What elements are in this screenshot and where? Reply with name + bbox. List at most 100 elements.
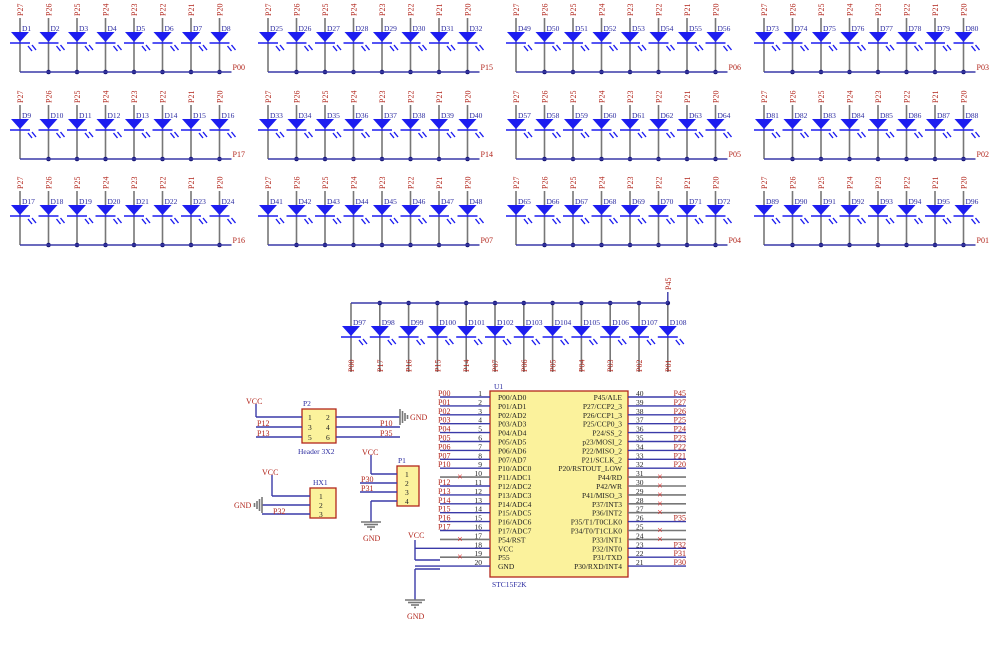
pin-number: 35 — [636, 434, 644, 443]
led-triangle — [458, 32, 477, 42]
led-triangle — [678, 119, 696, 129]
led-light-arrow — [555, 131, 562, 138]
anode-net-label: P21 — [435, 4, 444, 16]
led-light-arrow — [970, 218, 977, 225]
gnd-symbol: GND — [234, 497, 263, 513]
anode-net-label: P27 — [264, 91, 273, 103]
pin-name: P15/ADC5 — [498, 509, 532, 518]
common-net-label: P01 — [977, 236, 989, 245]
led-light-arrow — [637, 132, 643, 139]
led-light-arrow — [275, 45, 281, 52]
led-light-arrow — [946, 44, 952, 51]
anode-net-label: P22 — [407, 177, 416, 189]
led-light-arrow — [832, 131, 838, 138]
led-triangle — [535, 205, 554, 215]
led-triangle — [812, 205, 830, 215]
common-net-label: P07 — [481, 236, 493, 245]
led-triangle — [755, 119, 773, 129]
led-diode: D61 — [620, 111, 647, 139]
led-triangle — [68, 32, 86, 42]
led-light-arrow — [527, 217, 533, 224]
led-group: P27D89P26D90P25D91P24D92P23D93P22D94P21D… — [754, 177, 989, 248]
led-light-arrow — [173, 44, 180, 51]
pin-name: P06/AD6 — [498, 446, 527, 455]
led-triangle — [840, 32, 859, 42]
anode-net-label: P24 — [598, 4, 607, 16]
led-light-arrow — [974, 131, 981, 138]
led-light-arrow — [416, 339, 422, 346]
led-light-arrow — [555, 44, 562, 51]
led-diode: D67 — [563, 197, 590, 225]
anode-net-label: P26 — [541, 4, 550, 16]
anode-net-label: P24 — [350, 91, 359, 103]
led-light-arrow — [885, 45, 891, 52]
pin-number: 8 — [478, 451, 482, 460]
led-light-arrow — [564, 338, 570, 345]
diode-label: D81 — [766, 111, 779, 120]
led-light-arrow — [27, 45, 33, 52]
led-triangle — [39, 119, 58, 129]
diode-label: D14 — [165, 111, 178, 120]
led-triangle — [507, 205, 525, 215]
common-net-label: P04 — [729, 236, 741, 245]
led-light-arrow — [31, 131, 37, 138]
designator: P1 — [398, 456, 406, 465]
pin-name: P31/TXD — [593, 553, 623, 562]
diode-label: D103 — [526, 318, 543, 327]
anode-net-label: P22 — [655, 177, 664, 189]
diode-label: D104 — [555, 318, 572, 327]
led-light-arrow — [722, 132, 729, 139]
led-triangle — [706, 32, 725, 42]
anode-net-label: P21 — [931, 4, 940, 16]
led-triangle — [96, 32, 115, 42]
led-diode: D84 — [839, 111, 867, 139]
anode-net-label: P22 — [407, 4, 416, 16]
diode-label: D80 — [966, 24, 979, 33]
led-light-arrow — [974, 44, 981, 51]
led-light-arrow — [617, 339, 623, 346]
pin-number: 14 — [475, 505, 483, 514]
anode-net-label: P21 — [187, 177, 196, 189]
vcc-label: VCC — [246, 397, 262, 406]
net-label: P20 — [674, 460, 686, 469]
led-light-arrow — [169, 45, 176, 52]
led-light-arrow — [474, 45, 481, 52]
led-light-arrow — [860, 131, 867, 138]
led-light-arrow — [420, 338, 426, 345]
led-diode: D93 — [868, 197, 895, 225]
led-light-arrow — [145, 217, 151, 224]
gnd-label: GND — [234, 501, 252, 510]
led-diode: D101 — [456, 318, 485, 346]
led-light-arrow — [612, 217, 619, 224]
led-light-arrow — [942, 132, 948, 139]
pin-name: P35/T1/T0CLK0 — [571, 518, 623, 527]
led-diode: D100 — [427, 318, 456, 346]
led-light-arrow — [474, 132, 481, 139]
led-light-arrow — [527, 44, 533, 51]
led-light-arrow — [885, 218, 891, 225]
led-light-arrow — [828, 45, 834, 52]
diode-label: D59 — [575, 111, 588, 120]
no-connect-marker: × — [657, 481, 663, 492]
anode-net-label: P26 — [789, 4, 798, 16]
common-net-label: P05 — [729, 150, 741, 159]
diode-label: D29 — [384, 24, 397, 33]
diode-label: D15 — [193, 111, 206, 120]
led-diode: D44 — [343, 197, 371, 225]
anode-net-label: P21 — [931, 177, 940, 189]
led-light-arrow — [679, 338, 685, 345]
vcc-label: VCC — [262, 468, 278, 477]
led-light-arrow — [303, 45, 310, 52]
led-diode: D58 — [534, 111, 562, 139]
led-triangle — [954, 205, 973, 215]
pin-name: P44/RD — [598, 473, 623, 482]
led-light-arrow — [421, 217, 428, 224]
led-diode: D49 — [506, 24, 533, 52]
led-light-arrow — [279, 131, 285, 138]
pin-name: P13/ADC3 — [498, 491, 532, 500]
diode-label: D26 — [299, 24, 312, 33]
led-light-arrow — [722, 45, 729, 52]
pin-number: 13 — [475, 496, 483, 505]
led-light-arrow — [584, 44, 590, 51]
led-triangle — [39, 205, 58, 215]
